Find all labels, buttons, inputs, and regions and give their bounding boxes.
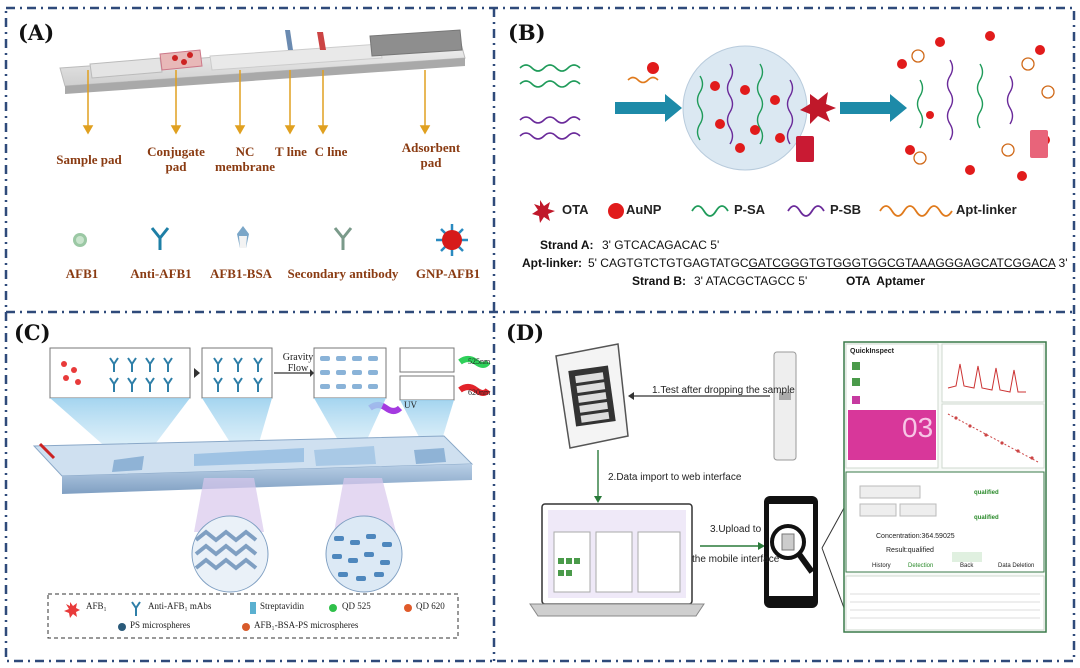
ota-burst	[800, 92, 836, 124]
label-nc-membrane: NC membrane	[215, 144, 275, 174]
legend-psb: P-SB	[830, 202, 862, 217]
arrow-1	[615, 94, 682, 122]
panel-b-label: (B)	[508, 20, 546, 45]
label-c-line: C line	[314, 144, 348, 159]
wl-620-label: 620nm	[468, 388, 491, 397]
test-strip	[773, 351, 797, 461]
hydrogel-schematic	[519, 31, 1055, 181]
inset-1	[49, 347, 191, 399]
ui-qualified-1: qualified	[974, 490, 999, 496]
ui-tab-detection[interactable]: Detection	[908, 563, 934, 569]
strand-a-label: Strand A:	[540, 238, 594, 252]
legend-c-afb1: AFB₁	[86, 601, 107, 611]
microfluidic-chip	[32, 347, 491, 639]
legend-c-streptavidin: Streptavidin	[260, 601, 304, 611]
ui-qualified-2: qualified	[974, 515, 999, 521]
legend-psa: P-SA	[734, 202, 766, 217]
apt-linker-plus-aunp	[627, 62, 659, 84]
panel-c-legend-box	[47, 593, 459, 639]
step2-label: 2.Data import to web interface	[608, 472, 742, 483]
uv-label: UV	[404, 400, 417, 410]
ui-tab-data-deletion[interactable]: Data Deletion	[998, 563, 1035, 569]
psb-icon	[787, 205, 825, 217]
ui-tab-history[interactable]: History	[872, 563, 891, 569]
adsorbent-pad-mark	[369, 29, 463, 57]
phone	[764, 496, 818, 608]
secondary-antibody-icon	[333, 227, 353, 250]
panel-b-legend-icons	[532, 200, 953, 223]
gnp-afb1-icon	[436, 224, 468, 256]
legend-gnp-afb1: GNP-AFB1	[415, 266, 481, 281]
legend-afb1-bsa: AFB1-BSA	[209, 266, 273, 281]
ui-big-number: 03	[902, 412, 934, 443]
ui-concentration: Concentration:364.59025	[876, 533, 955, 540]
legend-c-qd525: QD 525	[342, 601, 371, 611]
panel-a-legend-icons	[73, 224, 468, 256]
apt-linker-label: Apt-linker:	[522, 256, 582, 270]
t-line-mark	[285, 30, 293, 50]
ota-aptamer-label: OTA Aptamer	[846, 274, 925, 288]
web-interface-composite	[843, 341, 1047, 633]
apt-linker-icon	[879, 205, 953, 217]
legend-c-afb1-bsa-ps: AFB₁-BSA-PS microspheres	[254, 620, 359, 630]
afb1-bsa-icon	[237, 226, 249, 248]
legend-apt-linker: Apt-linker	[956, 202, 1017, 217]
step3-label-b: the mobile interface	[692, 554, 780, 565]
anti-afb1-icon	[150, 227, 170, 250]
red-vial	[796, 136, 814, 162]
ui-result: Result:qualified	[886, 547, 934, 554]
panel-d-label: (D)	[506, 320, 545, 345]
wl-525-label: 525nm	[468, 357, 491, 366]
laptop	[529, 503, 705, 617]
inset-4a	[399, 347, 455, 373]
ota-icon	[532, 200, 555, 223]
legend-c-anti-afb1: Anti-AFB₁ mAbs	[148, 601, 212, 611]
panel-a-arrows	[82, 70, 431, 135]
legend-c-ps: PS microspheres	[130, 620, 191, 630]
green-emission	[458, 356, 491, 368]
zoom-circle-1	[191, 515, 269, 593]
strand-a-sequence: 3' GTCACAGACAC 5'	[602, 238, 720, 252]
afb1-icon	[73, 233, 87, 247]
aunp-icon	[608, 203, 624, 219]
panel-d-workflow	[529, 341, 1047, 633]
legend-afb1: AFB1	[65, 266, 99, 281]
pink-vial	[1030, 130, 1048, 158]
c-line-mark	[317, 32, 326, 50]
label-t-line: T line	[275, 144, 307, 159]
aptamer-segment: GATCGGGTGTGGGTGGCGTAAAGGGAGCATCGGACA	[748, 256, 1056, 270]
label-adsorbent-pad: Adsorbent pad	[401, 140, 461, 170]
panel-a-label: (A)	[18, 20, 55, 45]
legend-c-qd620: QD 620	[416, 601, 445, 611]
legend-aunp: AuNP	[626, 202, 662, 217]
strand-b-sequence: 3' ATACGCTAGCC 5'	[694, 274, 808, 288]
legend-ota: OTA	[562, 202, 589, 217]
panel-c-label: (C)	[14, 320, 51, 345]
apt-linker-sequence: 5' CAGTGTCTGTGAGTATGCGATCGGGTGTGGGTGGCGT…	[588, 256, 1068, 270]
ui-tab-back[interactable]: Back	[960, 563, 974, 569]
reader-device	[555, 343, 629, 449]
step3-label-a: 3.Upload to	[710, 524, 762, 535]
inset-4b	[399, 375, 455, 401]
legend-secondary-antibody: Secondary antibody	[287, 266, 399, 281]
ui-title: QuickInspect	[850, 348, 894, 355]
label-sample-pad: Sample pad	[56, 152, 122, 167]
red-emission	[458, 384, 491, 396]
strand-b-label: Strand B:	[632, 274, 686, 288]
step1-label: 1.Test after dropping the sample	[652, 385, 795, 396]
legend-anti-afb1: Anti-AFB1	[130, 266, 192, 281]
label-conjugate-pad: Conjugate pad	[147, 144, 205, 174]
conjugate-pad-region	[159, 49, 203, 71]
lateral-flow-strip	[59, 29, 466, 94]
psa-icon	[691, 205, 729, 217]
arrow-2	[840, 94, 907, 122]
gravity-flow-label: Gravity Flow	[282, 352, 314, 374]
